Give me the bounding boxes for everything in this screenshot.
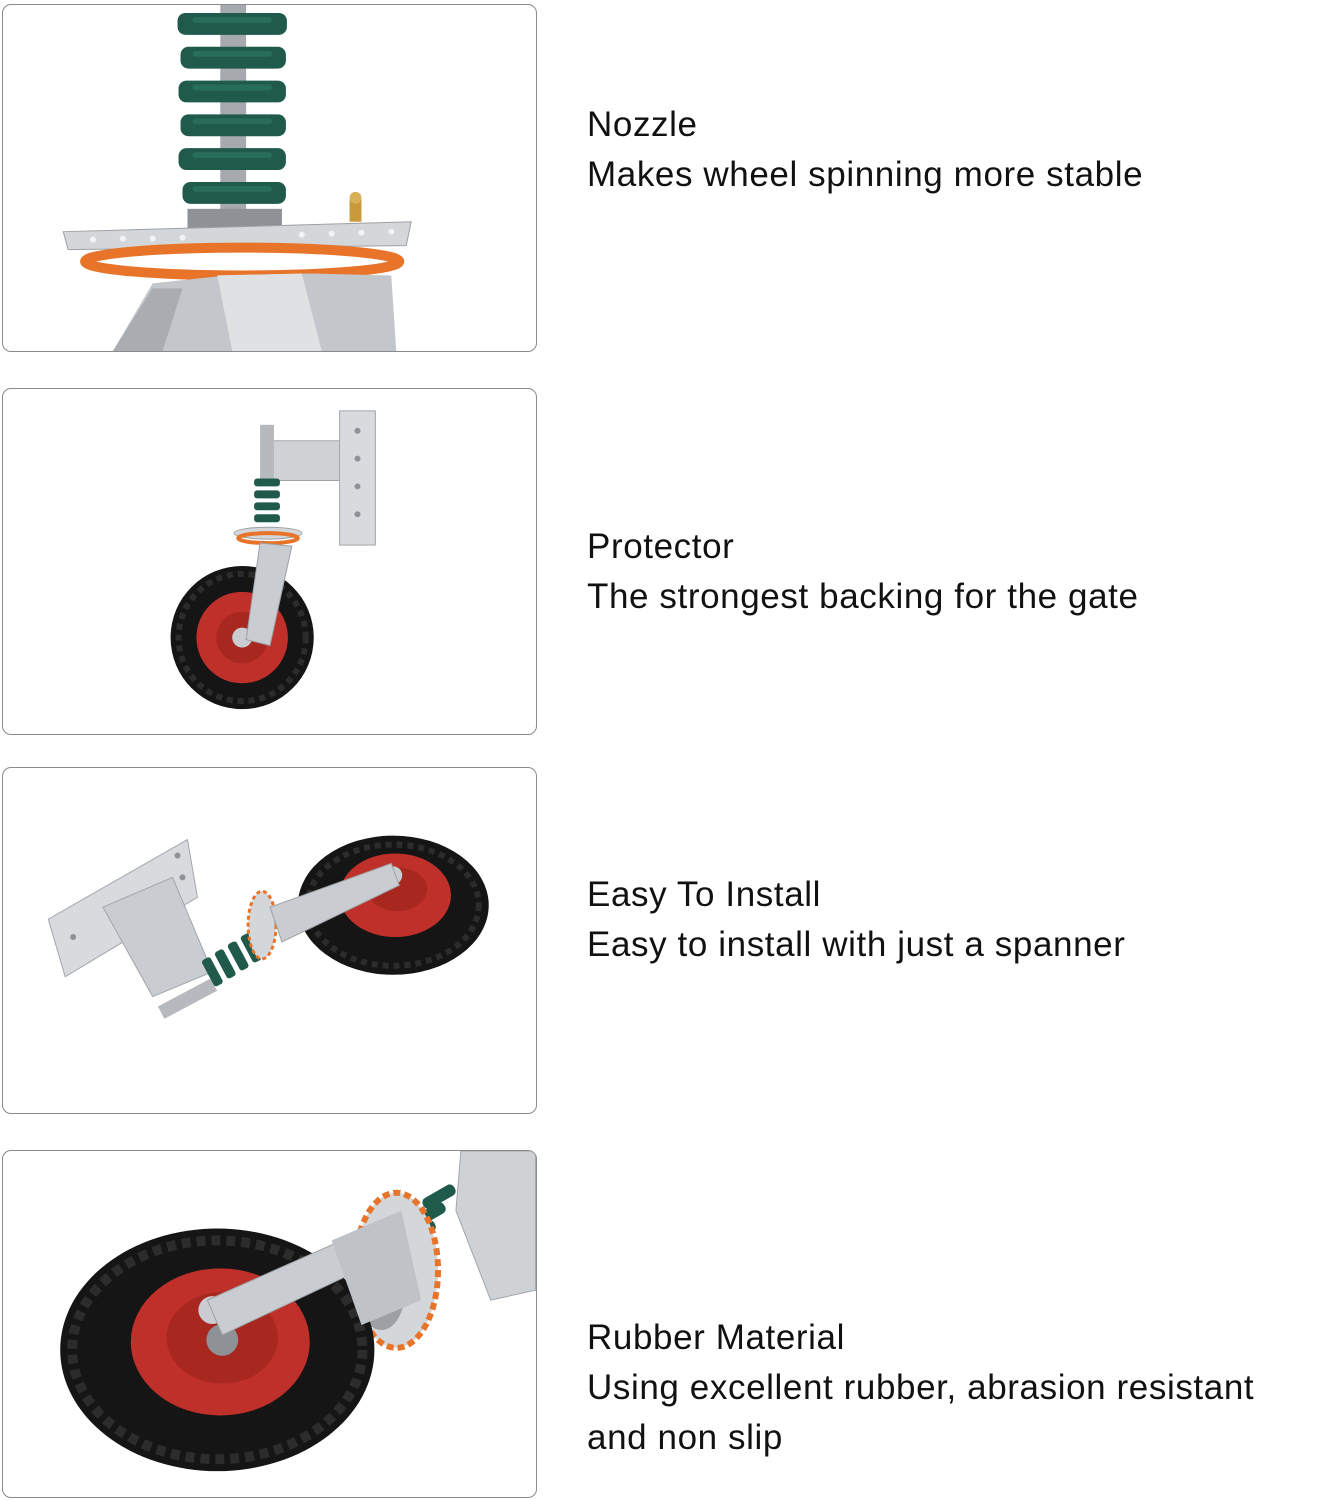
gate-wheel-lying-icon: [47, 835, 489, 1019]
feature-title: Easy To Install: [587, 875, 822, 914]
spring-swivel-closeup-icon: [62, 5, 412, 351]
feature-description: The strongest backing for the gate: [587, 577, 1139, 616]
feature-title: Rubber Material: [587, 1318, 845, 1357]
protector-photo: [2, 388, 537, 735]
gate-wheel-side-icon: [170, 410, 376, 710]
feature-title: Protector: [587, 527, 735, 566]
feature-title: Nozzle: [587, 105, 698, 144]
nozzle-photo: [2, 4, 537, 352]
rubber-wheel-closeup-icon: [60, 1151, 536, 1472]
install-photo: [2, 767, 537, 1114]
feature-description: Using excellent rubber, abrasion resista…: [587, 1368, 1255, 1457]
feature-description: Easy to install with just a spanner: [587, 925, 1126, 964]
feature-description: Makes wheel spinning more stable: [587, 155, 1144, 194]
rubber-photo: [2, 1150, 537, 1498]
